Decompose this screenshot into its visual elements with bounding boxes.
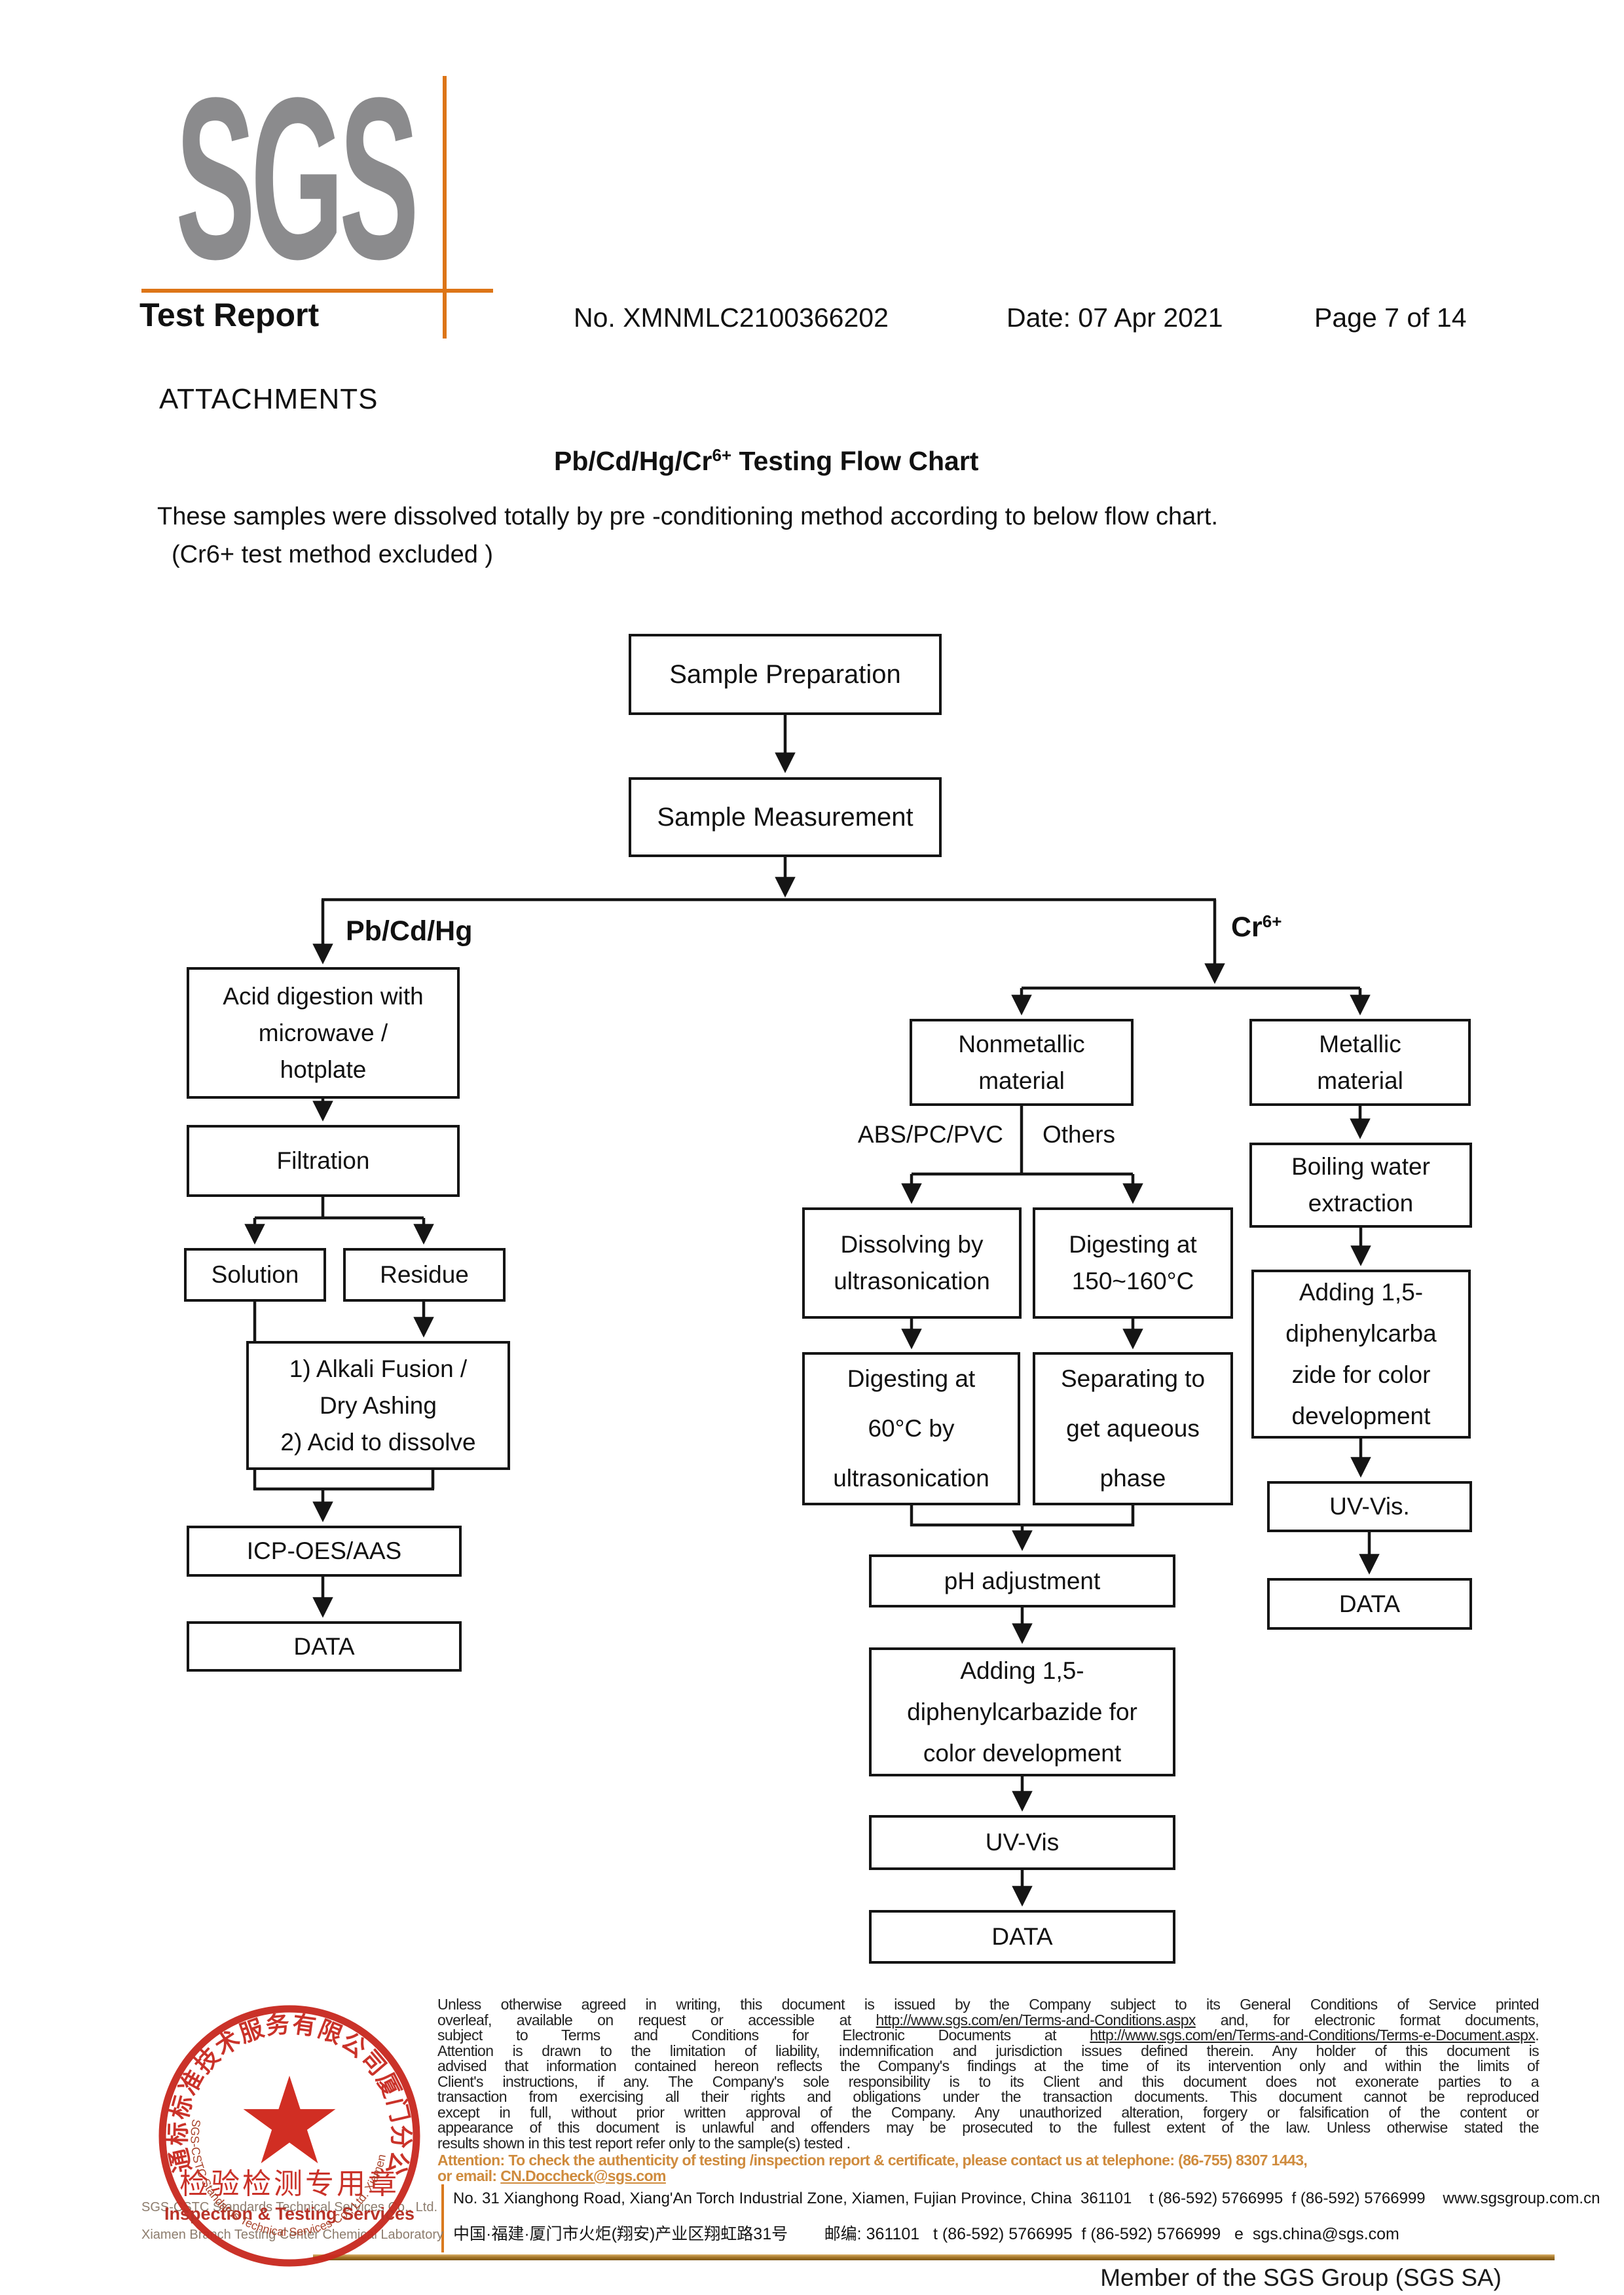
flow-box-metallic-material: Metallic material <box>1249 1019 1471 1106</box>
flow-box-uv-vis-mid: UV-Vis <box>869 1815 1175 1870</box>
legal-disclaimer: Unless otherwise agreed in writing, this… <box>437 1996 1540 2184</box>
flow-chart-title-sup: 6+ <box>712 445 732 465</box>
legal-line: Client's instructions, if any. The Compa… <box>437 2072 1540 2090</box>
stamp-ring <box>158 2005 420 2267</box>
legal-line: advised that information contained hereo… <box>437 2057 1540 2074</box>
attention-line-1: Attention: To check the authenticity of … <box>437 2152 1308 2169</box>
branch-label-cr6: Cr6+ <box>1231 911 1282 944</box>
legal-line: except in full, without prior written ap… <box>437 2103 1540 2121</box>
flow-box-sample-preparation: Sample Preparation <box>629 634 942 715</box>
flow-box-residue: Residue <box>343 1248 506 1302</box>
flow-box-data-left: DATA <box>187 1621 462 1672</box>
flow-box-data-mid: DATA <box>869 1910 1175 1964</box>
legal-line: subject to Terms and Conditions for Elec… <box>437 2027 1540 2044</box>
terms-e-document-link[interactable]: http://www.sgs.com/en/Terms-and-Conditio… <box>1090 2027 1536 2044</box>
flow-box-solution: Solution <box>184 1248 326 1302</box>
flow-box-separating-aqueous: Separating to get aqueous phase <box>1033 1352 1233 1505</box>
address-chinese: 中国·福建·厦门市火炬(翔安)产业区翔虹路31号 邮编: 361101 t (8… <box>453 2225 1399 2243</box>
flow-box-alkali-fusion: 1) Alkali Fusion / Dry Ashing 2) Acid to… <box>246 1341 510 1470</box>
legal-line: appearance of this document is unlawful … <box>437 2119 1540 2136</box>
intro-line-1: These samples were dissolved totally by … <box>157 503 1219 530</box>
legal-text: subject to Terms and Conditions for Elec… <box>437 2027 1090 2044</box>
branch-label-cr6-prefix: Cr <box>1231 911 1263 943</box>
legal-line: overleaf, available on request or access… <box>437 2011 1540 2029</box>
flow-box-dissolving-ultrasonication: Dissolving by ultrasonication <box>802 1207 1022 1319</box>
flow-box-filtration: Filtration <box>187 1125 460 1197</box>
stamp-star-icon <box>243 2076 336 2163</box>
flow-box-ph-adjustment: pH adjustment <box>869 1554 1175 1607</box>
address-divider-rule <box>441 2184 444 2252</box>
legal-text: overleaf, available on request or access… <box>437 2011 876 2029</box>
flow-box-data-right: DATA <box>1267 1578 1472 1630</box>
flow-box-adding-diphenylcarbazide-mid: Adding 1,5- diphenylcarbazide for color … <box>869 1647 1175 1776</box>
flow-box-nonmetallic-material: Nonmetallic material <box>910 1019 1134 1106</box>
flow-box-boiling-water-extraction: Boiling water extraction <box>1249 1143 1472 1228</box>
legal-text: and, for electronic format documents, <box>1195 2011 1540 2029</box>
attention-text: or email: <box>437 2167 501 2184</box>
attention-line-2: or email: CN.Doccheck@sgs.com <box>437 2167 1539 2184</box>
legal-line: results shown in this test report refer … <box>437 2134 851 2152</box>
flow-box-acid-digestion: Acid digestion with microwave / hotplate <box>187 967 460 1099</box>
report-number: No. XMNMLC2100366202 <box>574 303 889 333</box>
flow-chart-title: Pb/Cd/Hg/Cr6+ Testing Flow Chart <box>554 445 978 477</box>
member-note: Member of the SGS Group (SGS SA) <box>1100 2264 1502 2291</box>
address-english: No. 31 Xianghong Road, Xiang'An Torch In… <box>453 2190 1600 2207</box>
legal-line: Unless otherwise agreed in writing, this… <box>437 1996 1540 2013</box>
page-title: Test Report <box>139 297 320 333</box>
intro-line-2: (Cr6+ test method excluded ) <box>172 541 494 568</box>
branch-label-cr6-sup: 6+ <box>1262 911 1282 931</box>
flow-chart-title-prefix: Pb/Cd/Hg/Cr <box>554 446 712 476</box>
flow-chart-title-suffix: Testing Flow Chart <box>731 446 979 476</box>
legal-text: . <box>1535 2027 1539 2044</box>
stamp-center-english: Inspection & Testing Services <box>164 2204 415 2224</box>
flow-box-adding-diphenylcarbazide-right: Adding 1,5- diphenylcarba zide for color… <box>1251 1270 1471 1439</box>
flow-box-digesting-150-160: Digesting at 150~160°C <box>1033 1207 1233 1319</box>
stamp-center-chinese: 检验检测专用章 <box>179 2168 399 2200</box>
flow-box-sample-measurement: Sample Measurement <box>629 777 942 857</box>
logo-crop-line-vertical <box>443 76 447 339</box>
flow-box-uv-vis-right: UV-Vis. <box>1267 1481 1472 1532</box>
footer-rule <box>313 2254 1555 2260</box>
sgs-logo: SGS <box>175 49 419 307</box>
flow-box-icp-oes-aas: ICP-OES/AAS <box>187 1526 462 1577</box>
doccheck-email-link[interactable]: CN.Doccheck@sgs.com <box>500 2167 666 2184</box>
inspection-stamp: 通标标准技术服务有限公司厦门分公司 检验检测专用章 Inspection & T… <box>152 1998 420 2267</box>
legal-line: transaction from exercising all their ri… <box>437 2088 1540 2105</box>
report-date: Date: 07 Apr 2021 <box>1006 303 1223 333</box>
logo-crop-line-horizontal <box>141 289 493 293</box>
path-label-abs-pc-pvc: ABS/PC/PVC <box>857 1121 1003 1148</box>
footer-company-line-2: Xiamen Branch Testing Center Chemical La… <box>141 2228 443 2242</box>
page-indicator: Page 7 of 14 <box>1314 303 1467 333</box>
branch-label-pb-cd-hg: Pb/Cd/Hg <box>346 915 473 947</box>
flow-box-digesting-60: Digesting at 60°C by ultrasonication <box>802 1352 1020 1505</box>
attachments-heading: ATTACHMENTS <box>159 383 378 415</box>
terms-link[interactable]: http://www.sgs.com/en/Terms-and-Conditio… <box>876 2011 1196 2029</box>
legal-line: Attention is drawn to the limitation of … <box>437 2042 1540 2059</box>
path-label-others: Others <box>1043 1121 1116 1148</box>
